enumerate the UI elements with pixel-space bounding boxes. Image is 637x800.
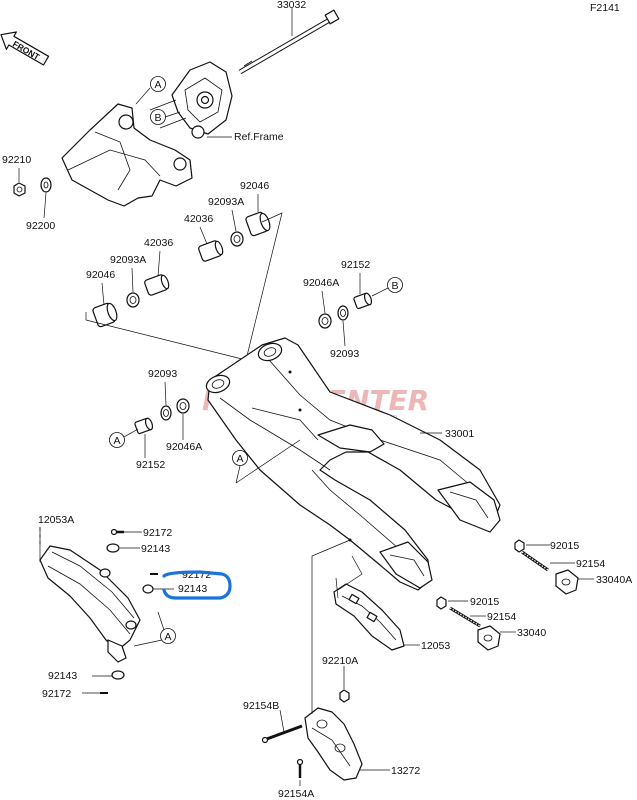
front-arrow-icon: FRONT [0,31,50,66]
label-12053A: 12053A [38,514,74,526]
grommet-92143-a [106,543,120,553]
collar-92152-left [134,417,154,435]
label-92143-c: 92143 [48,670,77,682]
seal-92093A-top [230,231,244,247]
collar-92152-right [353,292,373,310]
label-92200: 92200 [26,220,55,232]
seal-92093-left [160,405,172,421]
label-92015-b: 92015 [470,596,499,608]
bolt-92154-b [449,606,481,628]
chain-guide-12053 [333,583,405,651]
collar-42036-top [198,240,224,262]
label-92015-a: 92015 [550,540,579,552]
bolt-92172-a [110,528,124,536]
label-33032: 33032 [277,0,306,11]
bearing-92046-left [92,302,118,328]
svg-text:A: A [237,453,244,465]
callout-a-frame: A [135,76,166,105]
label-13272: 13272 [391,765,420,777]
label-92154-b: 92154 [487,611,516,623]
figure-code: F2141 [590,2,620,14]
label-92152-left: 92152 [136,459,165,471]
swingarm [205,337,501,591]
label-92046A-left: 92046A [166,441,202,453]
chain-slider-12053A [39,545,141,663]
svg-text:A: A [155,79,162,91]
label-92143-b: 92143 [178,583,207,595]
pivot-shaft [238,9,340,75]
bolt-92154-a [521,550,549,572]
callout-a-slider: A [133,611,176,647]
label-92210A: 92210A [322,655,358,667]
nut-92015-b [436,596,447,610]
seal-92093-right [337,305,349,321]
label-92093-right: 92093 [330,348,359,360]
adjuster-33040A [555,569,579,595]
label-92093-left: 92093 [148,368,177,380]
label-92172-a: 92172 [143,527,172,539]
label-92152-right: 92152 [341,259,370,271]
seal-92046A-right [318,313,332,329]
frame-reference [61,61,233,207]
svg-text:B: B [392,280,399,292]
callout-b-frame: B [150,109,181,125]
label-92046A-right: 92046A [303,277,339,289]
chain-guard-13272 [304,707,363,781]
front-label: FRONT [11,39,42,63]
callout-b-right: B [371,277,403,297]
label-92143-a: 92143 [141,543,170,555]
washer-92200 [40,177,52,193]
label-33040A: 33040A [596,574,632,586]
callout-a-mid: A [232,450,248,466]
label-33001: 33001 [445,428,474,440]
label-33040: 33040 [517,627,546,639]
bolt-92154A [296,758,304,778]
label-92046-top: 92046 [240,180,269,192]
nut-92210 [13,182,26,197]
label-92093A-top: 92093A [208,196,244,208]
seal-92093A-left [126,292,140,308]
label-12053: 12053 [421,640,450,652]
collar-42036-left [144,274,170,296]
label-92046-left: 92046 [86,269,115,281]
label-ref-frame: Ref.Frame [234,131,284,143]
highlight-mark [162,570,232,600]
callout-a-left: A [109,428,139,448]
svg-text:A: A [165,631,172,643]
label-92093A-left: 92093A [110,254,146,266]
svg-text:A: A [114,435,121,447]
svg-text:B: B [155,112,162,124]
nut-92210A [339,689,350,703]
bolt-92154B [261,724,303,744]
seal-92046A-left [176,398,190,414]
label-42036-left: 42036 [144,237,173,249]
label-92154A: 92154A [278,788,314,800]
grommet-92143-c [111,670,125,680]
label-92172-c: 92172 [42,688,71,700]
label-42036-top: 42036 [184,213,213,225]
adjuster-33040 [477,625,501,651]
bearing-92046-top [245,211,271,237]
nut-92015-a [514,539,525,553]
grommet-92143-b [142,584,154,594]
label-92210: 92210 [2,154,31,166]
label-92154B: 92154B [243,700,279,712]
label-92154-a: 92154 [576,558,605,570]
